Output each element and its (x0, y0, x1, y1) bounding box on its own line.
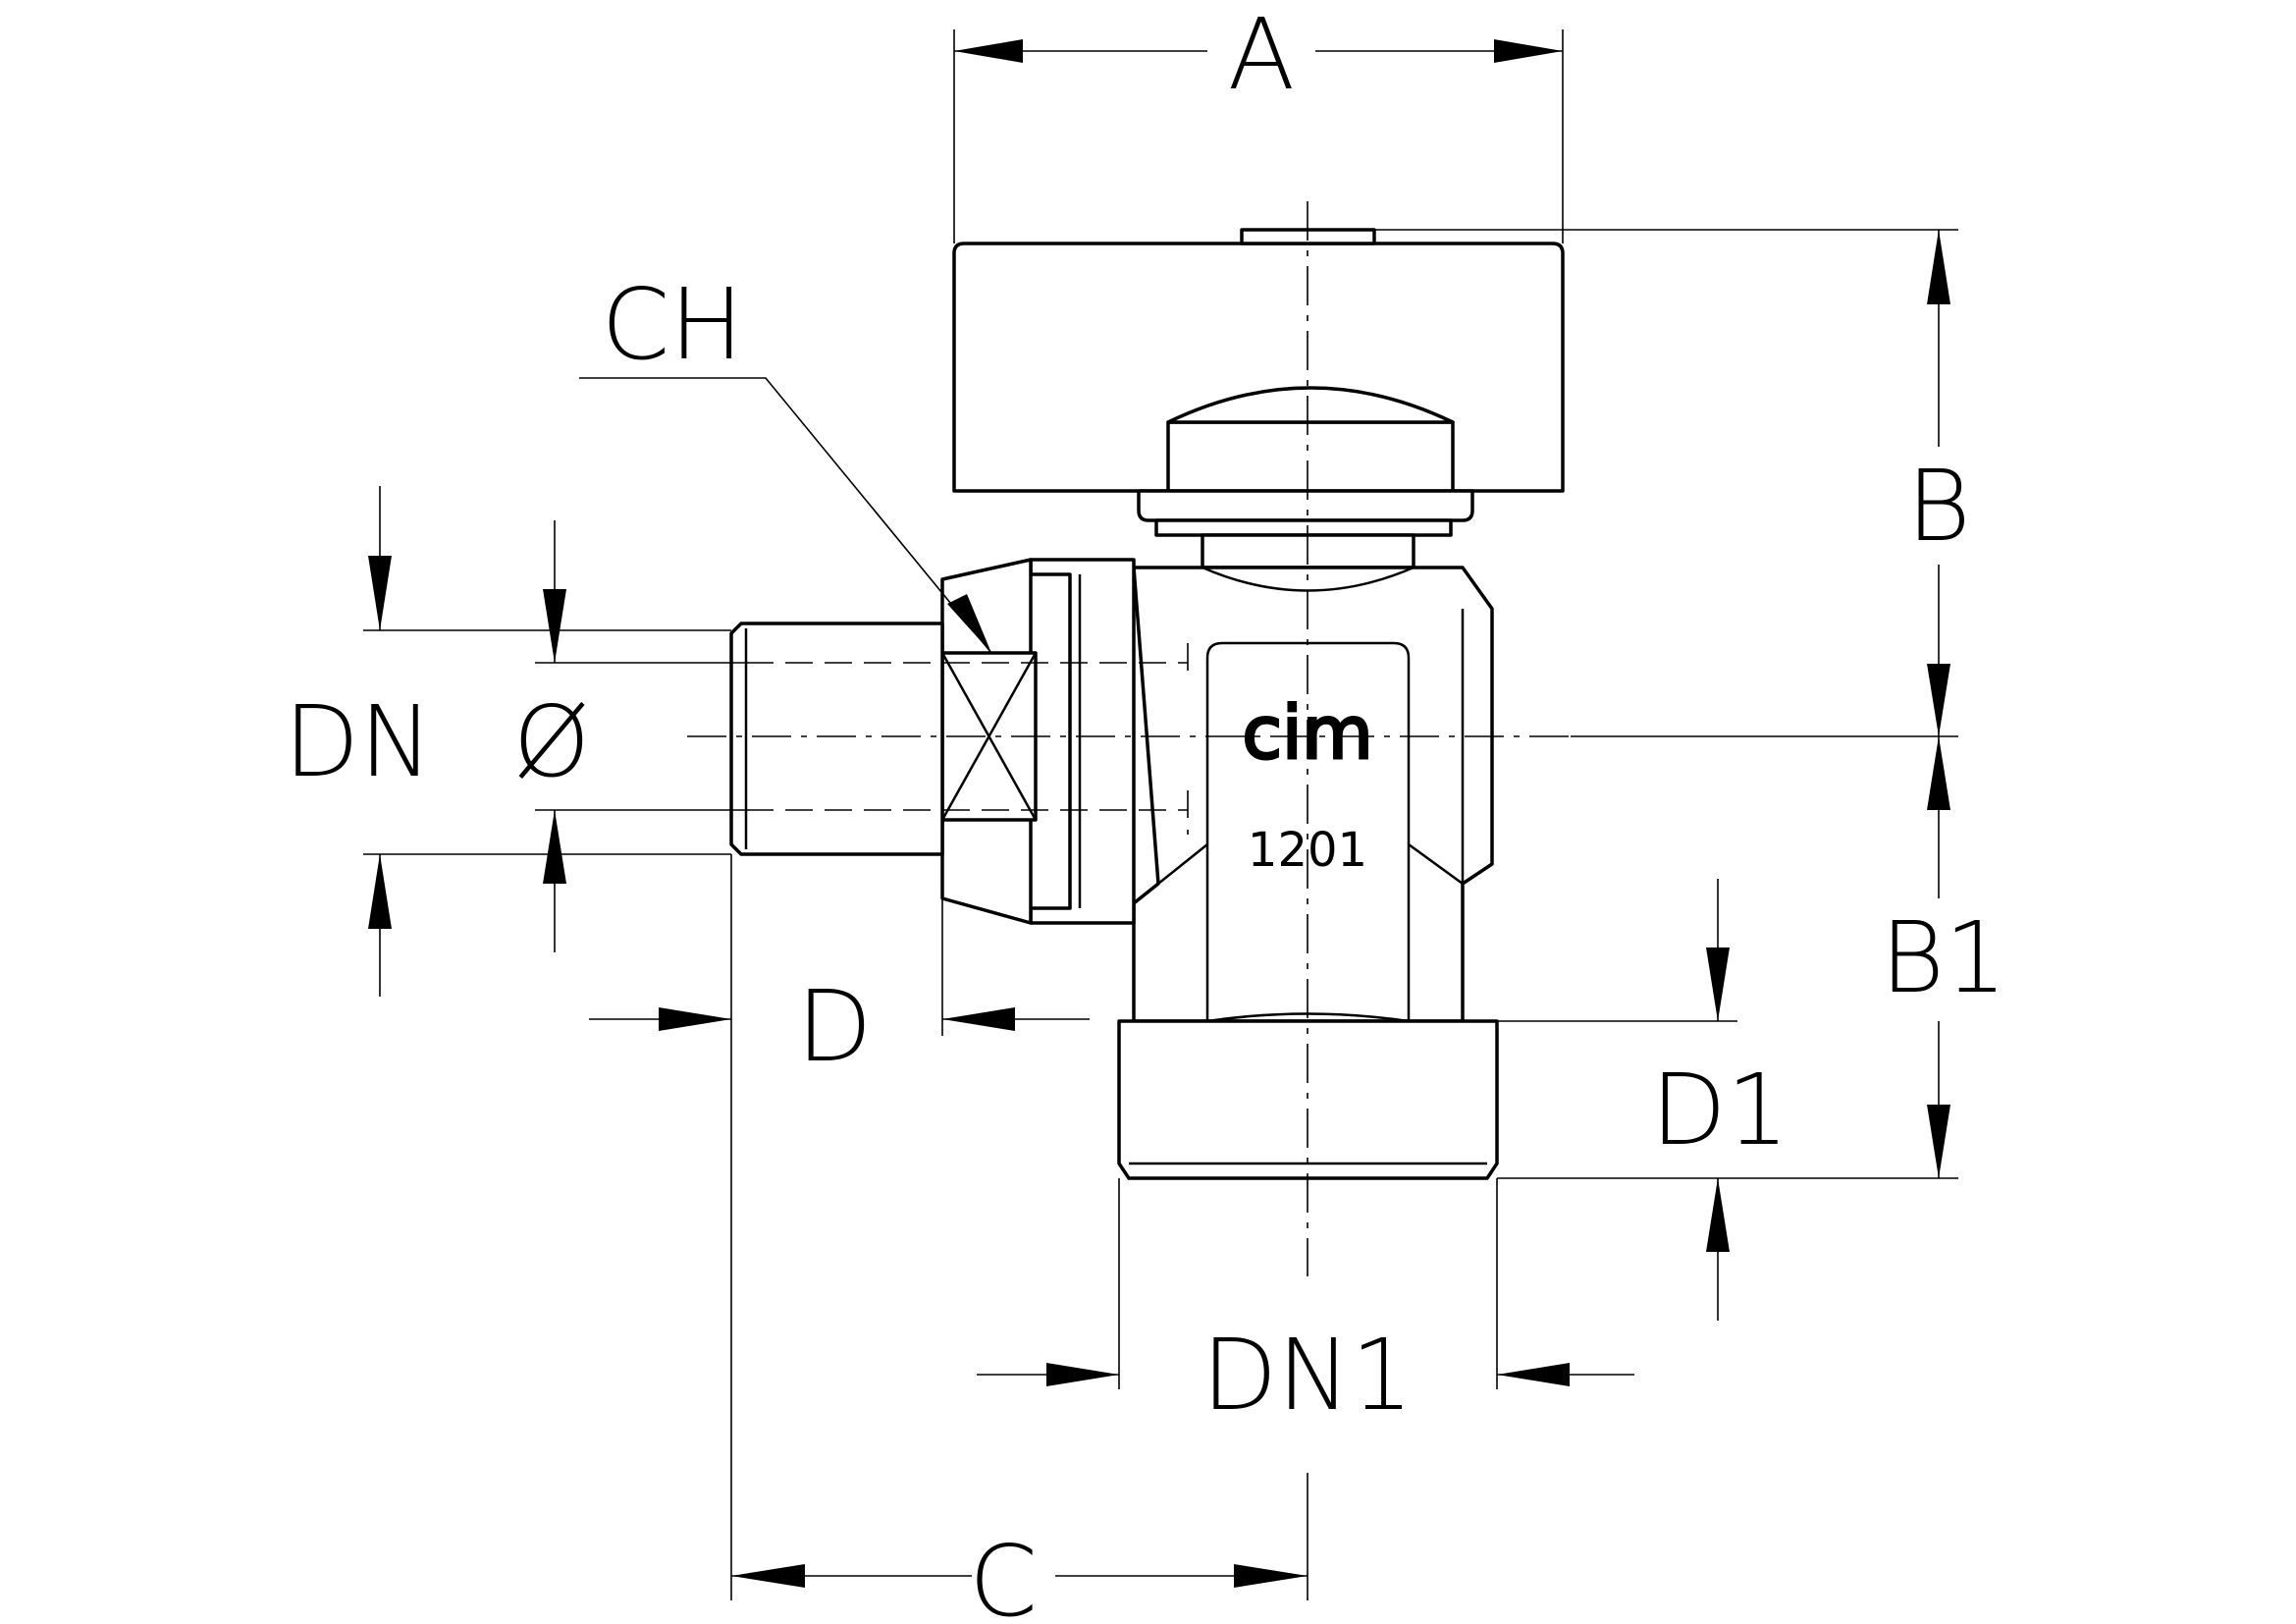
inlet-thread (729, 622, 944, 856)
dimension-ch: CH (579, 267, 992, 654)
label-dn: DN (284, 684, 433, 799)
label-c: C (969, 1524, 1038, 1624)
dimension-d1: D1 (1497, 879, 1789, 1321)
label-phi: Ø (513, 684, 591, 799)
label-b: B (1906, 449, 1970, 564)
label-dn1: DN1 (1201, 1318, 1413, 1433)
label-d: D (796, 969, 872, 1084)
model-marking: 1201 (1248, 823, 1367, 878)
dimension-phi: Ø (513, 520, 746, 952)
label-b1: B1 (1880, 900, 2006, 1015)
dimension-b: B (1374, 229, 1971, 737)
dimension-c: C (730, 854, 1308, 1624)
flange (1029, 558, 1136, 925)
label-d1: D1 (1651, 1053, 1789, 1167)
label-ch: CH (601, 267, 743, 382)
body-neck-chamfer-right (1408, 842, 1464, 886)
body-neck-chamfer-left (1133, 843, 1208, 904)
handle-hub (1166, 420, 1455, 493)
hidden-lines (746, 643, 1189, 835)
dimension-b1: B1 (1497, 736, 2007, 1179)
center-lines (687, 201, 1571, 1276)
brand-marking: cim (1242, 691, 1372, 776)
dimension-dn: DN (284, 486, 731, 997)
label-a: A (1228, 0, 1295, 112)
dimension-dn1: DN1 (977, 1178, 1634, 1433)
dimension-d: D (589, 898, 1090, 1084)
wrench-flat-cross-2 (940, 652, 1038, 821)
collar (1137, 489, 1474, 522)
handle-dome (1166, 386, 1455, 424)
dimension-a: A (953, 0, 1564, 244)
collar-ring (1154, 518, 1453, 537)
